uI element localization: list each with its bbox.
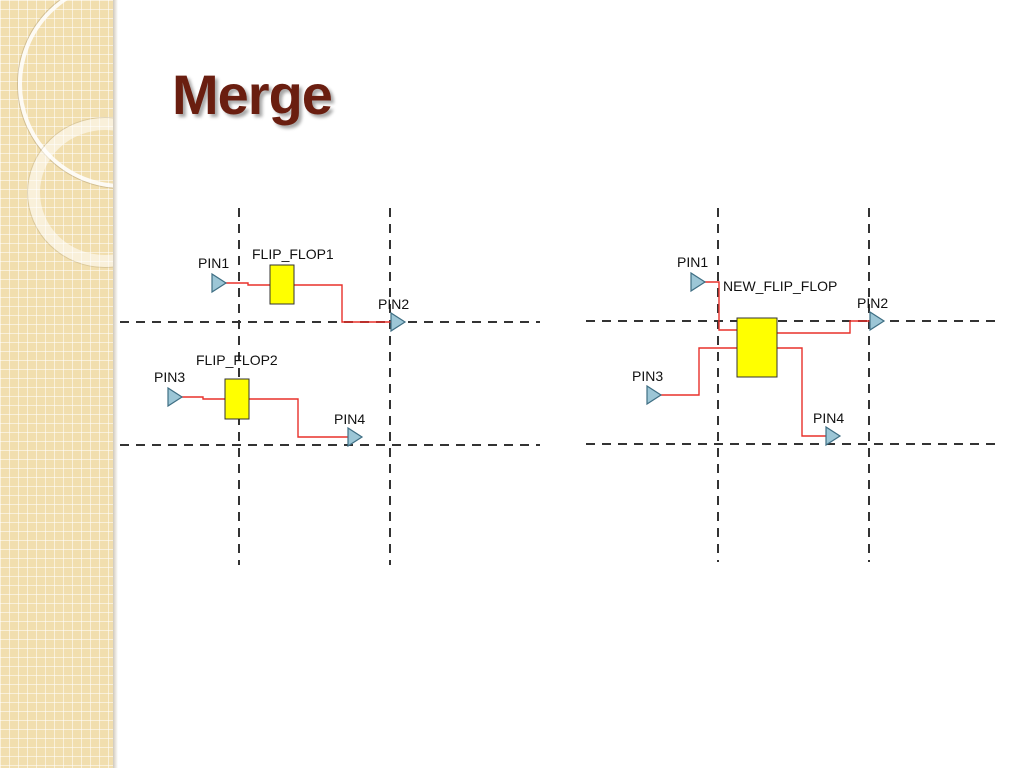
pin3-triangle-icon bbox=[646, 384, 663, 406]
placement-grid bbox=[586, 208, 1002, 562]
flip-flop-1-label: FLIP_FLOP1 bbox=[252, 246, 334, 262]
pin3-label: PIN3 bbox=[154, 369, 185, 385]
net-ff2-pin4 bbox=[249, 398, 349, 438]
side-panel-shadow bbox=[113, 0, 118, 768]
flip-flop-2 bbox=[224, 378, 250, 420]
flip-flop-2-label: FLIP_FLOP2 bbox=[196, 352, 278, 368]
pin2-triangle-icon bbox=[869, 310, 886, 332]
pin2-triangle-icon bbox=[390, 311, 407, 333]
before-diagram: FLIP_FLOP1 FLIP_FLOP2 PIN1 PIN2 PIN3 PIN… bbox=[120, 208, 540, 565]
net-merged-pin4 bbox=[777, 347, 827, 437]
pin3-triangle-icon bbox=[167, 386, 184, 408]
pin2-label: PIN2 bbox=[378, 296, 409, 312]
net-pin1-ff1 bbox=[225, 282, 270, 286]
flip-flop-1 bbox=[269, 264, 295, 305]
pin4-triangle-icon bbox=[825, 425, 842, 447]
net-pin3-ff2 bbox=[180, 396, 225, 400]
net-pin3-merged bbox=[659, 347, 737, 396]
pin1-label: PIN1 bbox=[198, 255, 229, 271]
pin1-triangle-icon bbox=[211, 272, 228, 294]
slide-title: Merge bbox=[172, 63, 333, 126]
pin1-label: PIN1 bbox=[677, 254, 708, 270]
after-diagram: NEW_FLIP_FLOP PIN1 PIN2 PIN3 PIN4 bbox=[586, 208, 1002, 562]
new-flip-flop bbox=[736, 317, 778, 378]
net-ff1-pin2 bbox=[294, 284, 392, 323]
pin4-label: PIN4 bbox=[334, 411, 365, 427]
pin1-triangle-icon bbox=[690, 271, 707, 293]
net-pin1-merged bbox=[703, 281, 737, 331]
net-merged-pin2 bbox=[777, 320, 870, 334]
pin4-triangle-icon bbox=[347, 426, 364, 448]
pin4-label: PIN4 bbox=[813, 410, 844, 426]
new-flip-flop-label: NEW_FLIP_FLOP bbox=[723, 278, 837, 294]
decorative-side-panel bbox=[0, 0, 113, 768]
pin2-label: PIN2 bbox=[857, 295, 888, 311]
pin3-label: PIN3 bbox=[632, 368, 663, 384]
